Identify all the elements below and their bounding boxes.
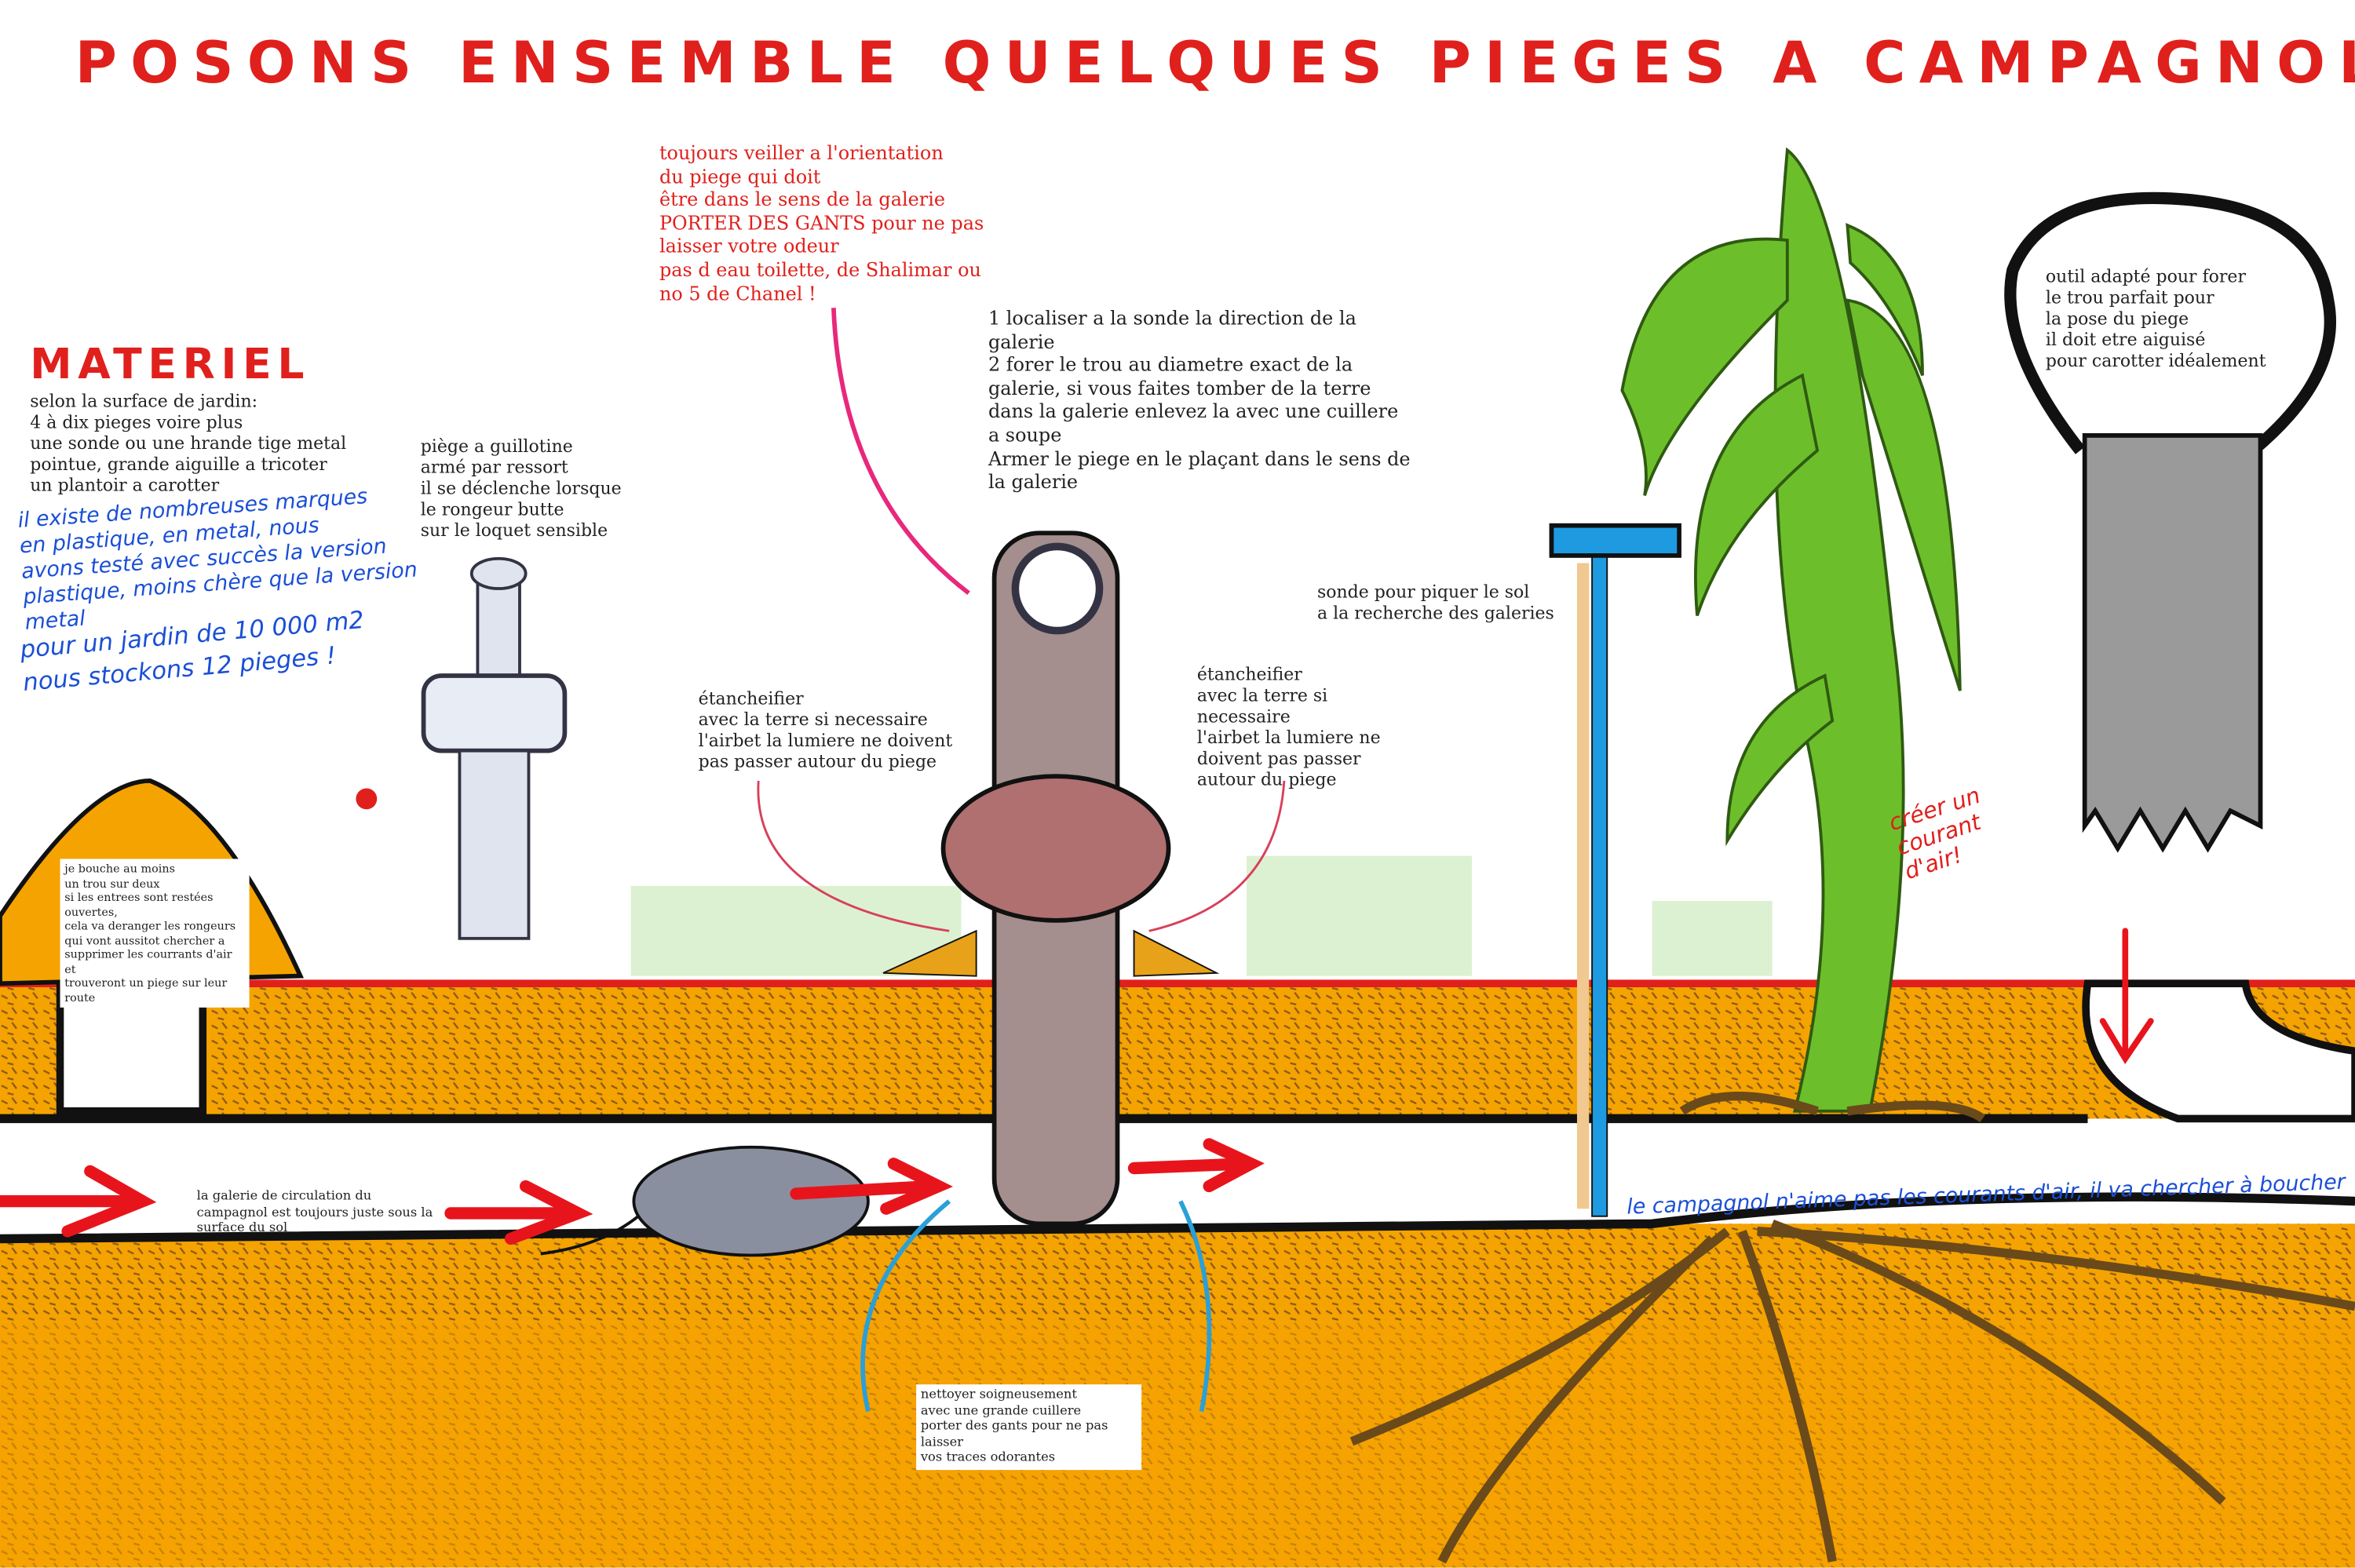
trap-drawing <box>882 531 1220 1227</box>
guillotine-note: piège a guillotine armé par ressort il s… <box>420 435 622 541</box>
materiel-heading: MATERIEL <box>30 339 311 389</box>
steps-note: 1 localiser a la sonde la direction de l… <box>988 306 1411 493</box>
seal-right-note: étancheifier avec la terre si necessaire… <box>1196 663 1381 790</box>
roots-drawing <box>1349 1091 2355 1564</box>
seal-left-note: étancheifier avec la terre si necessaire… <box>698 687 953 772</box>
gallery-note: la galerie de circulation du campagnol e… <box>196 1189 433 1236</box>
plant-drawing <box>1620 147 1962 1113</box>
probe-note: sonde pour piquer le sol a la recherche … <box>1316 581 1554 624</box>
airflow-arrows <box>0 928 2154 1245</box>
auger-note: outil adapté pour forer le trou parfait … <box>2045 265 2266 371</box>
topsoil <box>0 983 2355 1119</box>
warning-note: toujours veiller a l'orientation du pieg… <box>659 140 984 304</box>
auger-drawing <box>2004 191 2336 853</box>
materiel-list: selon la surface de jardin: 4 à dix pieg… <box>30 390 347 496</box>
page-title: POSONS ENSEMBLE QUELQUES PIEGES A CAMPAG… <box>75 30 2355 97</box>
holes-note: je bouche au moins un trou sur deux si l… <box>60 859 250 1008</box>
vole-drawing <box>632 1145 870 1257</box>
probe-drawing <box>1549 523 1681 1217</box>
clean-note: nettoyer soigneusement avec une grande c… <box>916 1384 1142 1470</box>
guillotine-trap-drawing <box>356 556 568 940</box>
